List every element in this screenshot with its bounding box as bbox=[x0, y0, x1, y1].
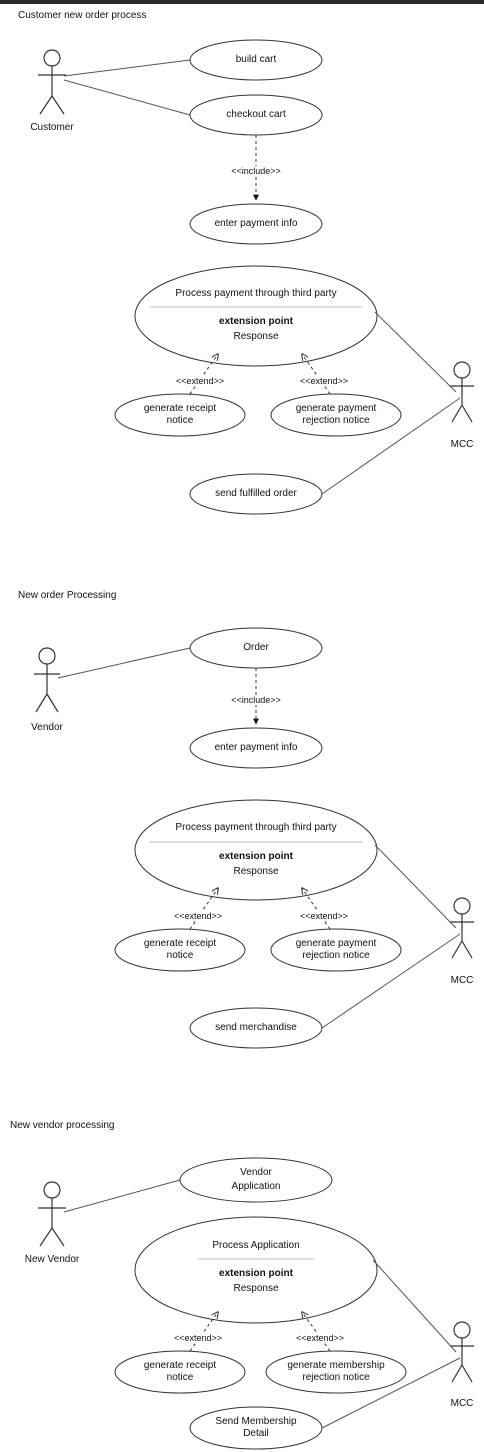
ext-point-label-1: extension point bbox=[219, 316, 293, 327]
uc-label-send-fulfilled: send fulfilled order bbox=[215, 488, 297, 499]
actor-mcc-1 bbox=[450, 361, 474, 423]
uc-label-receipt-1a: generate receipt bbox=[143, 403, 217, 414]
uc-label-send-membership-2: Detail bbox=[243, 1428, 269, 1439]
uc-enter-payment-1 bbox=[189, 203, 323, 245]
uc-enter-payment-2 bbox=[189, 727, 323, 769]
include-label-2: <<include>> bbox=[230, 695, 282, 705]
uc-label-rejection-3b: rejection notice bbox=[302, 1372, 370, 1383]
uc-receipt-3 bbox=[114, 1350, 246, 1394]
uc-label-vendor-app-1: Vendor bbox=[240, 1167, 272, 1178]
actor-label-customer: Customer bbox=[30, 122, 74, 133]
section-title-customer-order: Customer new order process bbox=[18, 10, 147, 21]
uc-label-process-payment-2: Process payment through third party bbox=[175, 822, 337, 833]
extend-arrow-1b bbox=[302, 354, 331, 395]
assoc-vendor-order bbox=[57, 647, 191, 679]
uc-label-rejection-2a: generate payment bbox=[295, 938, 377, 949]
uc-label-rejection-1b: rejection notice bbox=[302, 415, 370, 426]
uc-label-receipt-3b: notice bbox=[166, 1372, 194, 1383]
extend-arrow-1a bbox=[189, 354, 218, 395]
uc-label-send-membership-1: Send Membership bbox=[215, 1416, 297, 1427]
extend-label-2b: <<extend>> bbox=[298, 911, 350, 921]
assoc-mcc-process-3 bbox=[372, 1259, 457, 1353]
uc-label-order: Order bbox=[243, 642, 269, 653]
assoc-mcc-send-1 bbox=[321, 397, 461, 495]
uc-rejection-2 bbox=[270, 928, 402, 972]
assoc-mcc-send-3 bbox=[321, 1357, 461, 1429]
section-title-new-vendor: New vendor processing bbox=[10, 1120, 115, 1131]
uc-label-checkout-cart: checkout cart bbox=[226, 109, 286, 120]
uc-rejection-3 bbox=[265, 1350, 407, 1394]
assoc-mcc-send-2 bbox=[321, 933, 461, 1029]
uc-label-process-payment-1: Process payment through third party bbox=[175, 288, 337, 299]
ext-response-label-3: Response bbox=[233, 1283, 279, 1294]
uc-label-receipt-3a: generate receipt bbox=[143, 1360, 217, 1371]
uc-label-vendor-app-2: Application bbox=[231, 1181, 281, 1192]
actor-label-mcc-3: MCC bbox=[450, 1398, 474, 1409]
assoc-customer-checkout bbox=[63, 79, 191, 116]
extend-arrow-3b bbox=[302, 1312, 331, 1352]
actor-label-new-vendor: New Vendor bbox=[24, 1254, 80, 1265]
uc-label-send-merchandise: send merchandise bbox=[215, 1022, 297, 1033]
actor-label-mcc-2: MCC bbox=[450, 975, 474, 986]
uc-label-rejection-2b: rejection notice bbox=[302, 950, 370, 961]
uc-label-enter-payment-1: enter payment info bbox=[214, 218, 298, 229]
extend-label-3a: <<extend>> bbox=[172, 1333, 224, 1343]
section-title-new-order: New order Processing bbox=[18, 590, 117, 601]
extend-label-1b: <<extend>> bbox=[298, 376, 350, 386]
extend-label-2a: <<extend>> bbox=[172, 911, 224, 921]
extend-arrow-2a bbox=[189, 888, 218, 930]
uc-receipt-1 bbox=[114, 393, 246, 437]
assoc-customer-build-cart bbox=[63, 59, 191, 77]
assoc-newvendor-app bbox=[63, 1179, 181, 1213]
actor-mcc-2 bbox=[450, 897, 474, 959]
assoc-mcc-process-2 bbox=[374, 844, 457, 929]
actor-vendor bbox=[34, 647, 60, 713]
ext-response-label-2: Response bbox=[233, 866, 279, 877]
uc-receipt-2 bbox=[114, 928, 246, 972]
actor-label-vendor: Vendor bbox=[31, 722, 63, 733]
uc-process-payment-1 bbox=[134, 265, 378, 367]
uc-label-enter-payment-2: enter payment info bbox=[214, 742, 298, 753]
uc-label-build-cart: build cart bbox=[235, 54, 277, 65]
ext-point-label-3: extension point bbox=[219, 1268, 293, 1279]
actor-customer bbox=[38, 49, 66, 115]
uc-label-rejection-3a: generate membership bbox=[287, 1360, 385, 1371]
uc-process-application bbox=[134, 1216, 378, 1324]
extend-label-1a: <<extend>> bbox=[174, 376, 226, 386]
actor-mcc-3 bbox=[450, 1321, 474, 1383]
assoc-mcc-process-1 bbox=[374, 311, 457, 393]
top-bar bbox=[0, 0, 484, 4]
ext-response-label-1: Response bbox=[233, 331, 279, 342]
uc-process-payment-2 bbox=[134, 799, 378, 901]
extend-arrow-3a bbox=[189, 1312, 218, 1352]
uc-label-receipt-2a: generate receipt bbox=[143, 938, 217, 949]
include-label-1: <<include>> bbox=[230, 166, 282, 176]
uc-label-process-application: Process Application bbox=[212, 1240, 300, 1251]
actor-new-vendor bbox=[38, 1181, 66, 1247]
ext-point-label-2: extension point bbox=[219, 851, 293, 862]
uc-label-receipt-1b: notice bbox=[166, 415, 194, 426]
uc-vendor-application bbox=[179, 1157, 333, 1203]
uc-rejection-1 bbox=[270, 393, 402, 437]
extend-label-3b: <<extend>> bbox=[294, 1333, 346, 1343]
extend-arrow-2b bbox=[302, 888, 331, 930]
actor-label-mcc-1: MCC bbox=[450, 439, 474, 450]
uc-label-rejection-1a: generate payment bbox=[295, 403, 377, 414]
uc-build-cart bbox=[189, 39, 323, 81]
uc-label-receipt-2b: notice bbox=[166, 950, 194, 961]
